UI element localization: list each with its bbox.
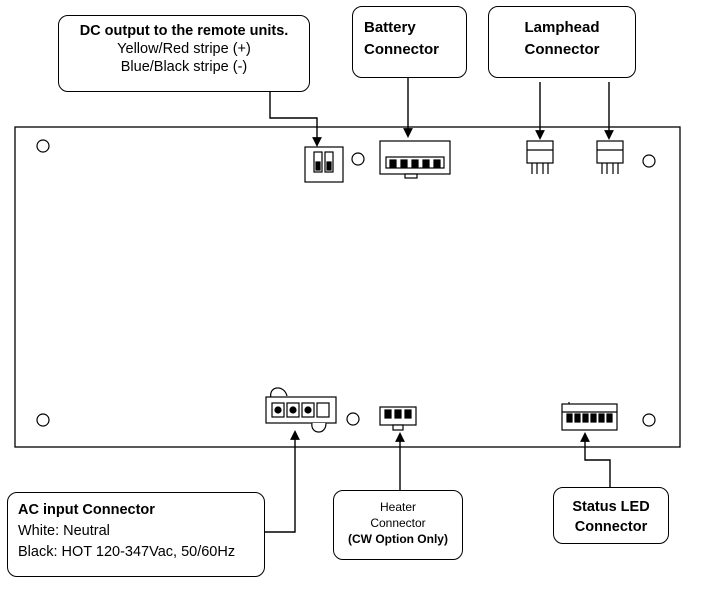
- ac-input-leader: [265, 430, 300, 533]
- status-led-connector: [561, 402, 618, 431]
- mounting-hole: [642, 154, 656, 168]
- status-led-callout: Status LED Connector: [553, 487, 669, 544]
- status-led-label-line1: Status LED: [572, 499, 650, 515]
- mounting-hole: [642, 413, 656, 427]
- heater-label-line2: Connector: [370, 516, 426, 531]
- battery-label-line2: Connector: [364, 40, 439, 58]
- mounting-hole: [36, 139, 50, 153]
- ac-input-hot: Black: HOT 120-347Vac, 50/60Hz: [18, 544, 236, 561]
- heater-connector: [379, 406, 417, 431]
- battery-callout: Battery Connector: [352, 6, 467, 78]
- status-led-label-line2: Connector: [574, 519, 648, 536]
- dc-output-callout: DC output to the remote units. Yellow/Re…: [58, 15, 310, 92]
- mounting-holes: [36, 139, 656, 427]
- mounting-hole: [36, 413, 50, 427]
- ac-input-title: AC input Connector: [18, 502, 155, 518]
- ac-input-connector: [265, 387, 337, 433]
- circuit-board: [14, 126, 681, 448]
- heater-callout: Heater Connector (CW Option Only): [333, 490, 463, 560]
- dc-output-title: DC output to the remote units.: [79, 23, 289, 39]
- ac-input-callout: AC input Connector White: Neutral Black:…: [7, 492, 265, 577]
- lamphead-connector-right: [596, 140, 624, 174]
- battery-connector: [379, 140, 451, 179]
- lamphead-label-line1: Lamphead: [524, 19, 600, 36]
- lamphead-connector-left: [526, 140, 554, 174]
- ac-input-neutral: White: Neutral: [18, 523, 110, 540]
- leader-lines: [265, 78, 614, 533]
- heater-label-line1: Heater: [379, 500, 417, 514]
- lamphead-label-line2: Connector: [524, 40, 600, 58]
- dc-output-connector: [304, 146, 344, 183]
- mounting-hole: [351, 152, 365, 166]
- dc-output-negative: Blue/Black stripe (-): [120, 59, 248, 76]
- mounting-hole: [346, 412, 360, 426]
- lamphead-callout: Lamphead Connector: [488, 6, 636, 78]
- dc-output-leader: [269, 92, 322, 147]
- dc-output-positive: Yellow/Red stripe (+): [117, 41, 251, 58]
- heater-label-line3: (CW Option Only): [348, 532, 448, 547]
- battery-label-line1: Battery: [364, 19, 416, 36]
- status-led-leader: [580, 432, 611, 487]
